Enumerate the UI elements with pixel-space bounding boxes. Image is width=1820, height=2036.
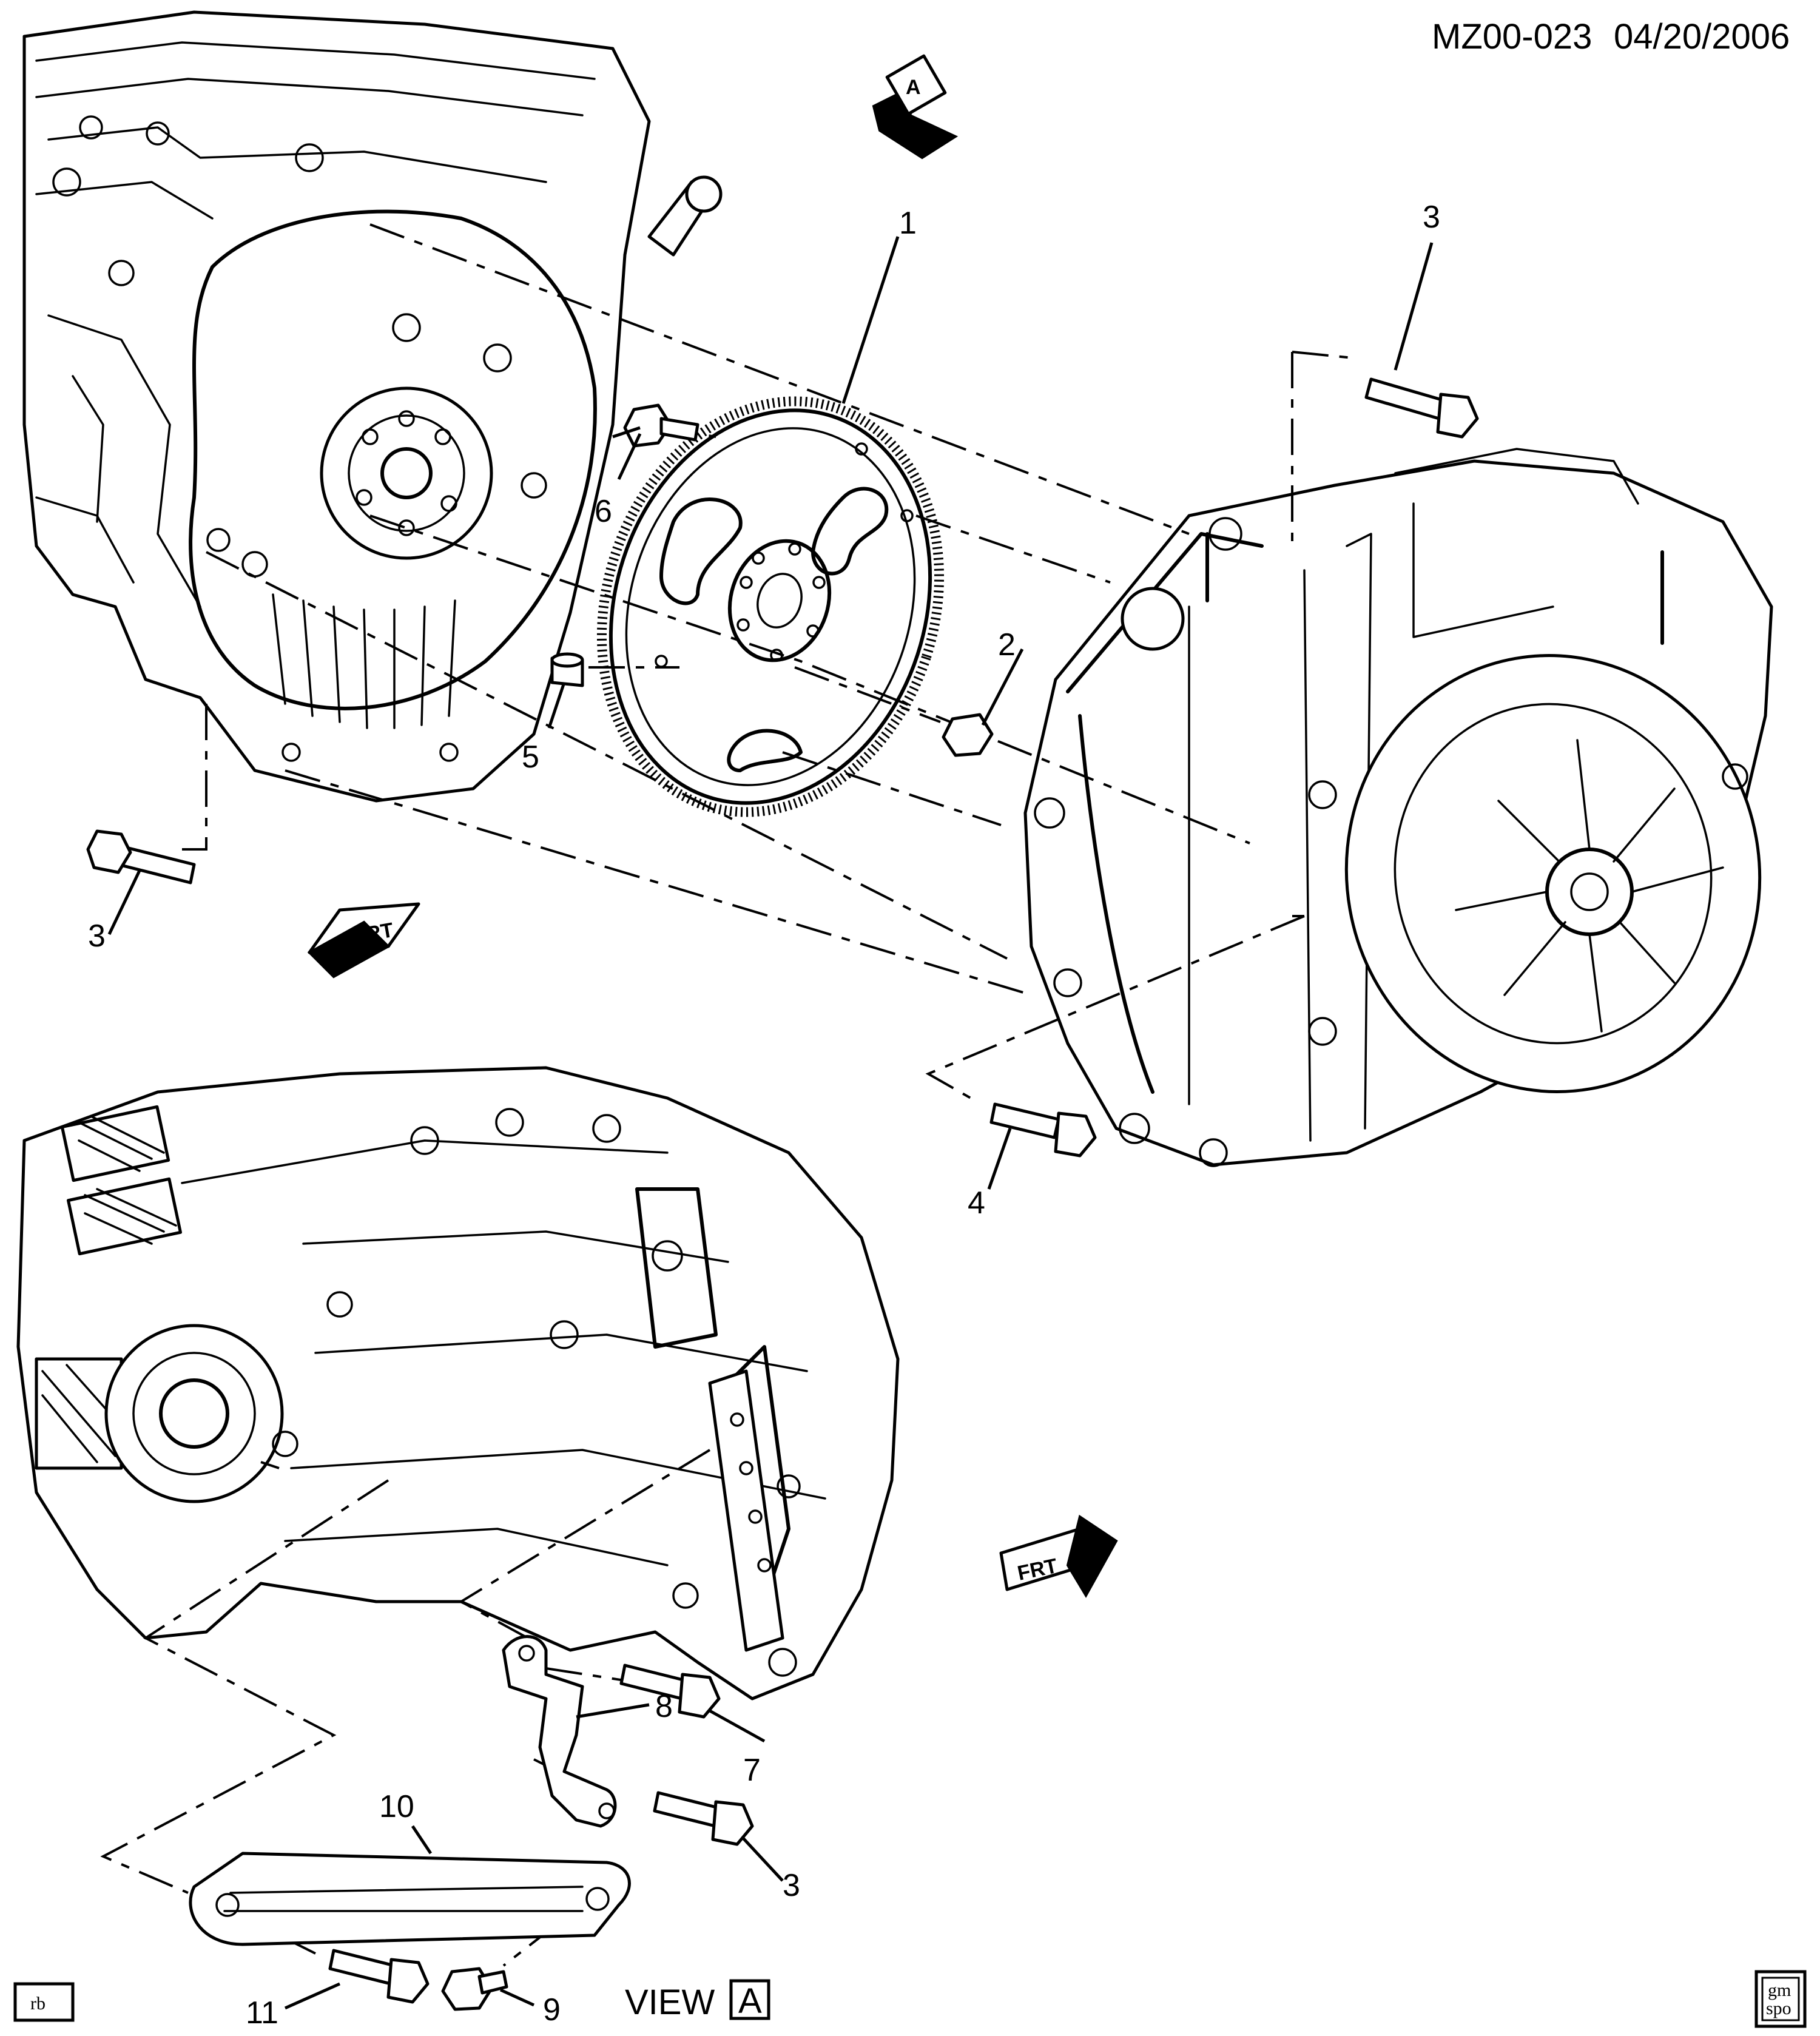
corner-tag: rb: [13, 1982, 75, 2022]
callout-9: 9: [543, 1992, 561, 2028]
engine-block-upper: [22, 10, 723, 803]
view-letter-top: A: [906, 76, 921, 99]
diagram-date: 04/20/2006: [1614, 17, 1790, 56]
callout-10: 10: [379, 1789, 414, 1824]
bolt-4: [989, 1102, 1097, 1158]
bracket-8: [502, 1635, 617, 1828]
engine-block-lower: [16, 1066, 900, 1701]
bolt-3-top-right: [1364, 377, 1479, 439]
bolt-3-left: [86, 829, 196, 885]
gm-spo-logo: gm spo: [1754, 1970, 1807, 2028]
bolt-11: [328, 1949, 430, 2004]
front-indicator-lower: FRT: [999, 1514, 1118, 1598]
callout-3-left: 3: [88, 919, 106, 954]
cover-10: [189, 1852, 631, 1946]
flywheel: [596, 396, 945, 817]
bolt-2: [942, 713, 994, 757]
corner-tag-text: rb: [30, 1994, 46, 2014]
bolt-6: [623, 403, 699, 448]
callout-7: 7: [743, 1753, 761, 1788]
callout-numbers: 1 2 3 3 3 4 5 6 7 8 9 10 11: [88, 200, 1440, 2031]
front-indicator-upper: FRT: [307, 902, 420, 979]
callout-4: 4: [968, 1185, 985, 1221]
logo-line-1: gm: [1768, 1980, 1791, 2000]
callout-3-lower: 3: [783, 1868, 800, 1903]
view-letter-frame: [729, 1979, 770, 2020]
callout-1: 1: [899, 206, 917, 241]
header: MZ00-023 04/20/2006: [1432, 17, 1790, 56]
callout-6: 6: [595, 494, 612, 529]
dowel-5: [550, 652, 584, 687]
transaxle: [1023, 448, 1773, 1167]
bolt-3-lower: [653, 1791, 754, 1846]
view-a-arrow: A: [872, 54, 959, 160]
callout-leaders: [107, 236, 1434, 2010]
view-text: VIEW: [625, 1983, 715, 2022]
callout-11: 11: [246, 1995, 278, 2031]
view-letter: A: [738, 1981, 762, 2021]
bolt-7: [619, 1664, 721, 1719]
callout-3-top: 3: [1423, 200, 1440, 235]
callout-2: 2: [998, 627, 1016, 662]
callout-8: 8: [655, 1689, 673, 1724]
diagram-code: MZ00-023: [1432, 17, 1592, 56]
view-letter-box: [885, 54, 947, 116]
bolt-9: [441, 1967, 508, 2011]
callout-5: 5: [522, 740, 539, 775]
logo-line-2: spo: [1766, 1998, 1791, 2018]
view-label: VIEW A: [625, 1979, 770, 2022]
